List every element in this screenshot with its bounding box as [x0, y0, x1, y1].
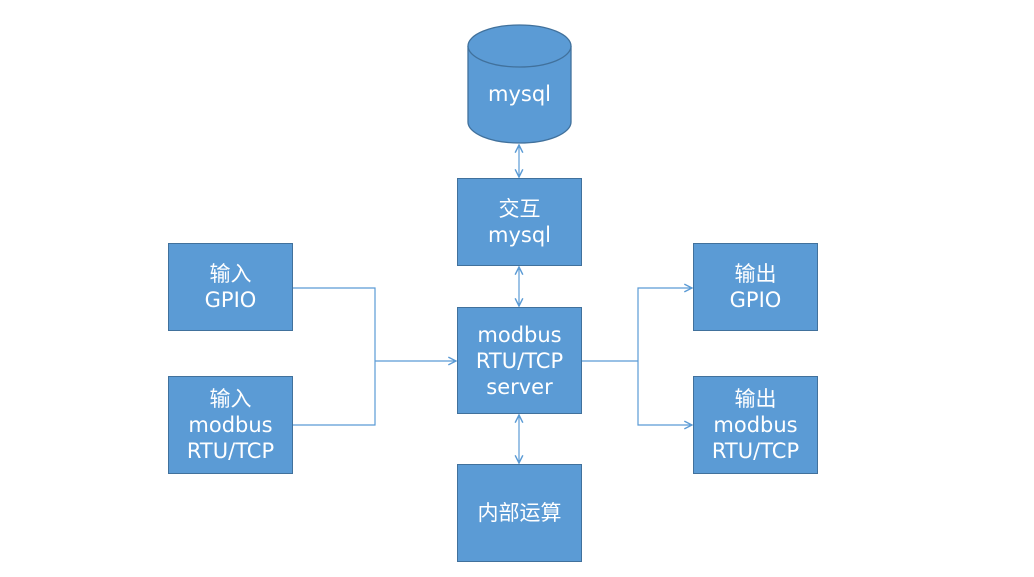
output-modbus-line3: RTU/TCP [711, 439, 800, 463]
internal-computation-label: 内部运算 [477, 501, 562, 525]
server-line2: RTU/TCP [475, 348, 564, 373]
output-modbus-line2: modbus [713, 413, 798, 437]
modbus-server-box: modbus RTU/TCP server [457, 307, 582, 414]
server-line1: modbus [477, 322, 562, 347]
input-gpio-box: 输入 GPIO [168, 243, 293, 331]
output-gpio-box: 输出 GPIO [693, 243, 818, 331]
interaction-line1: 交互 [498, 197, 541, 221]
output-modbus-line1: 输出 [734, 387, 777, 411]
connector-output-gpio [637, 288, 692, 361]
input-modbus-line3: RTU/TCP [186, 439, 275, 463]
connector-input-gpio [293, 287, 376, 361]
input-modbus-line2: modbus [188, 413, 273, 437]
interaction-mysql-box: 交互 mysql [457, 178, 582, 266]
connector-input-modbus [293, 361, 376, 426]
connector-output-modbus [637, 361, 692, 425]
mysql-database-icon [467, 24, 572, 144]
server-line3: server [486, 374, 553, 399]
output-modbus-box: 输出 modbus RTU/TCP [693, 376, 818, 474]
input-gpio-line1: 输入 [209, 262, 252, 286]
mysql-database-text: mysql [488, 82, 551, 106]
mysql-database-label: mysql [468, 70, 571, 118]
interaction-line2: mysql [488, 223, 551, 247]
input-gpio-line2: GPIO [204, 288, 257, 312]
internal-computation-box: 内部运算 [457, 464, 582, 562]
input-modbus-box: 输入 modbus RTU/TCP [168, 376, 293, 474]
output-gpio-line1: 输出 [734, 262, 777, 286]
output-gpio-line2: GPIO [729, 288, 782, 312]
input-modbus-line1: 输入 [209, 387, 252, 411]
